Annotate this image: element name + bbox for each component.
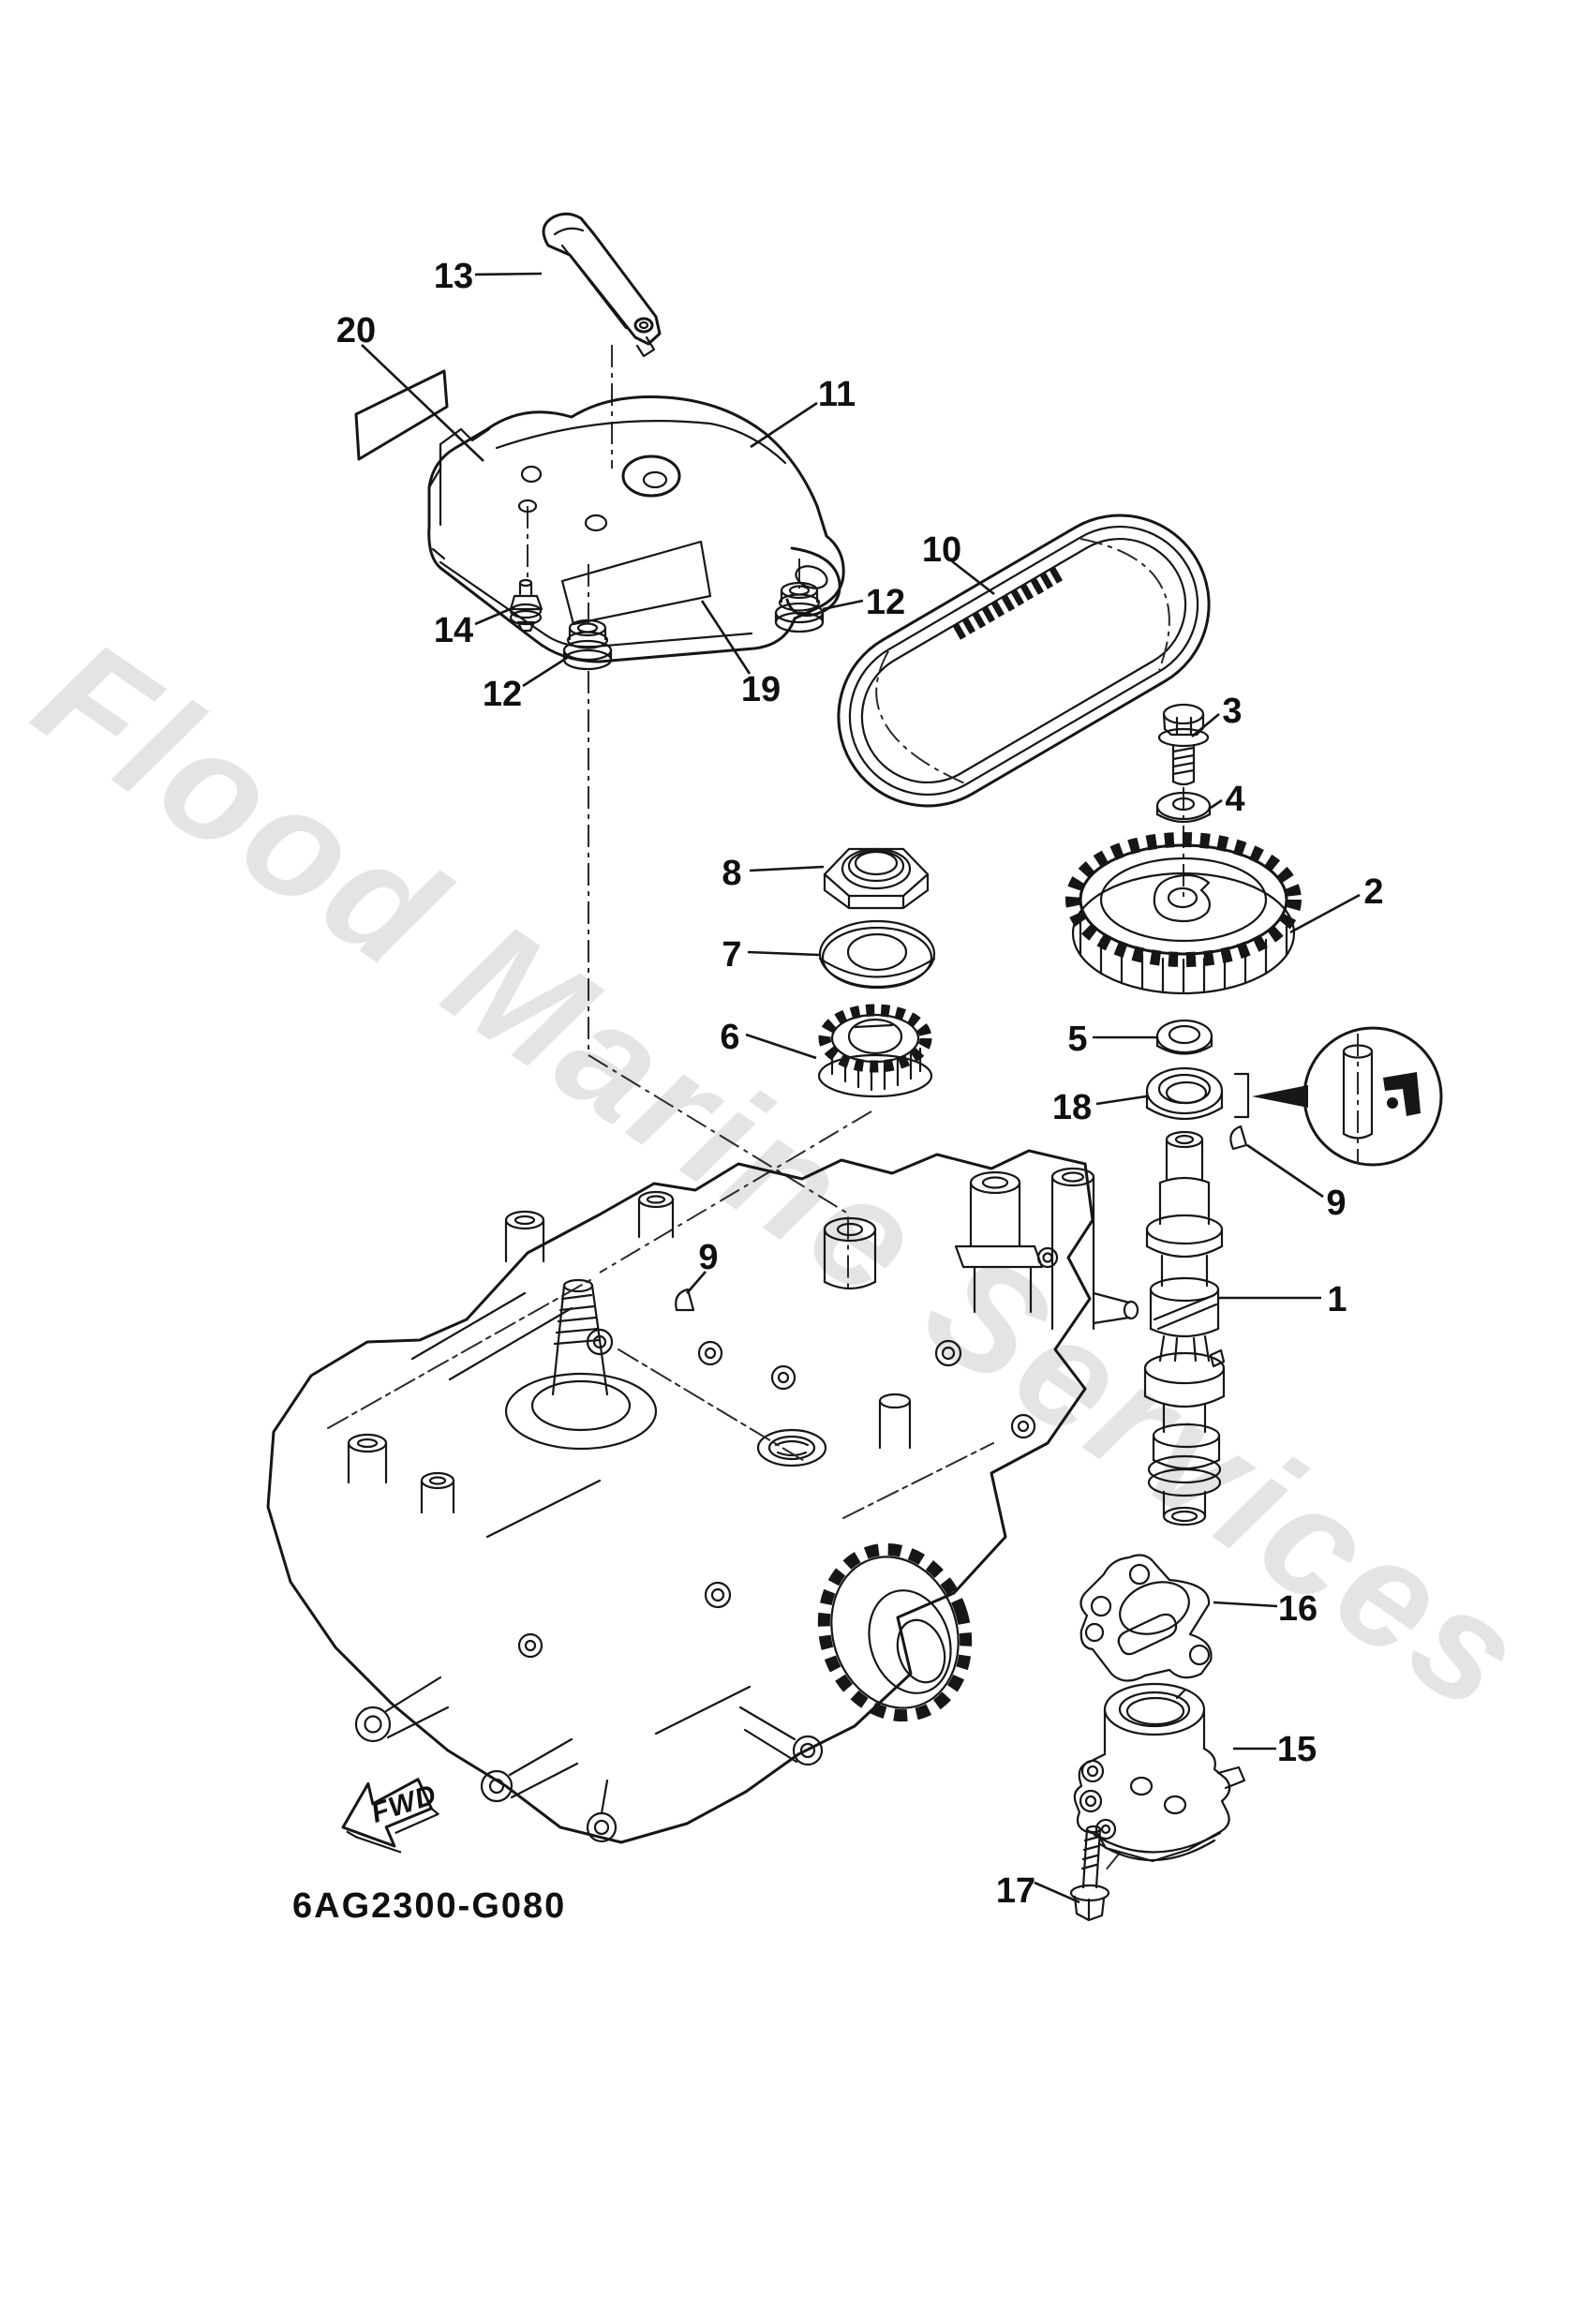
part-10-timing-belt xyxy=(837,514,1211,808)
callout-2: 2 xyxy=(1363,872,1383,912)
block-cylinder-drum xyxy=(817,1542,973,1722)
part-1-camshaft xyxy=(1143,1130,1226,1527)
callout-3: 3 xyxy=(1222,692,1242,731)
part-9-key-lower xyxy=(675,1288,695,1312)
part-9-key-upper xyxy=(1229,1125,1248,1151)
block-cam-boss xyxy=(823,1216,877,1290)
part-5-washer xyxy=(1155,1019,1213,1055)
assembly-lines xyxy=(527,345,1184,1873)
block-threaded-hole xyxy=(756,1428,827,1467)
watermark-text: Flood Marine Services xyxy=(7,606,1555,1745)
part-17-bolt xyxy=(1069,1825,1110,1922)
block-ribs xyxy=(327,1279,994,1736)
block-oil-towers xyxy=(954,1167,1139,1331)
block-stud-towers xyxy=(347,1190,912,1514)
part-13-damper-strip xyxy=(542,212,662,358)
part-7-washer xyxy=(818,919,936,990)
callout-5: 5 xyxy=(1067,1020,1087,1059)
part-20-label-plate xyxy=(354,369,449,461)
part-11-cover xyxy=(427,395,845,663)
callout-7: 7 xyxy=(722,935,741,975)
callout-4: 4 xyxy=(1225,780,1244,819)
callout-16: 16 xyxy=(1278,1589,1317,1629)
detail-pointer xyxy=(1233,1072,1308,1119)
callout-18: 18 xyxy=(1052,1088,1092,1127)
callout-9-block: 9 xyxy=(698,1238,718,1277)
part-8-nut xyxy=(823,847,930,910)
part-18-oil-seal xyxy=(1145,1066,1224,1121)
gear-hub xyxy=(1153,873,1212,923)
callout-19: 19 xyxy=(741,670,781,709)
callout-15: 15 xyxy=(1277,1730,1317,1769)
callout-20: 20 xyxy=(336,311,376,350)
block-crank-stub xyxy=(504,1278,658,1451)
detail-inset-circle xyxy=(1303,1026,1443,1167)
belt-teeth xyxy=(952,567,1064,640)
part-3-bolt xyxy=(1157,703,1210,786)
callout-13: 13 xyxy=(434,257,473,296)
engine-block xyxy=(266,1149,1139,1844)
part-6-drive-sprocket xyxy=(817,1004,933,1098)
part-14-screw xyxy=(509,578,543,633)
callout-11: 11 xyxy=(818,375,856,414)
callout-10: 10 xyxy=(922,530,961,570)
part-2-driven-gear xyxy=(1065,832,1302,995)
callout-17: 17 xyxy=(996,1871,1035,1911)
fwd-arrow: FWD xyxy=(341,1778,440,1854)
block-bosses xyxy=(517,1328,1036,1659)
part-12-grommet-right xyxy=(774,581,825,633)
block-mount-lugs xyxy=(354,1676,824,1843)
watermark-label: Flood Marine Services xyxy=(7,606,1555,1745)
callout-1: 1 xyxy=(1327,1280,1347,1319)
callout-12-right: 12 xyxy=(866,583,905,622)
callout-labels: 13 20 11 14 12 12 19 10 3 4 2 8 7 6 5 18… xyxy=(336,257,1384,1911)
leader-lines xyxy=(361,272,1361,1904)
callout-12-left: 12 xyxy=(483,675,522,714)
part-16-gasket xyxy=(1079,1554,1213,1682)
callout-14: 14 xyxy=(434,611,473,650)
detail-pin xyxy=(1342,1044,1374,1140)
callout-8: 8 xyxy=(722,854,741,893)
detail-key-clip xyxy=(1383,1072,1421,1116)
diagram-part-code: 6AG2300-G080 xyxy=(292,1886,566,1926)
callout-6: 6 xyxy=(720,1018,739,1057)
part-15-oil-pump xyxy=(1073,1682,1246,1863)
callout-9-seal: 9 xyxy=(1326,1184,1346,1223)
part-4-washer xyxy=(1155,791,1212,824)
